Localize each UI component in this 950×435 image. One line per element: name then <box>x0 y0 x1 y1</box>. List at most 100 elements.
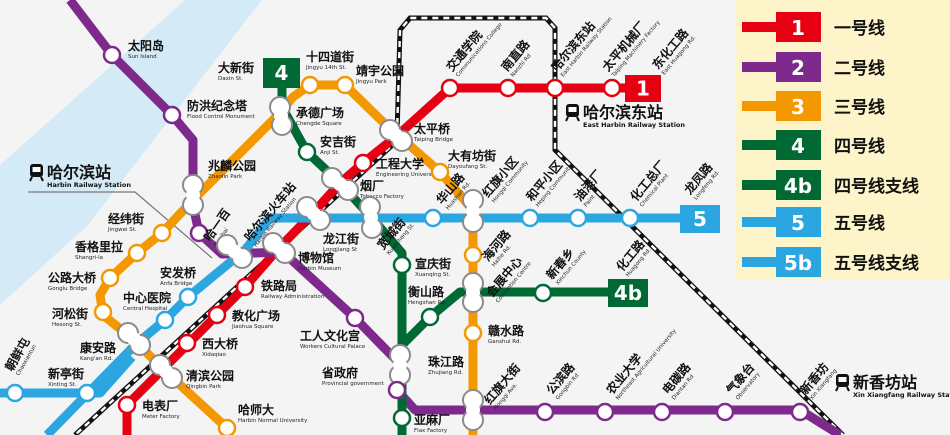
legend-badge <box>776 130 821 160</box>
station-name-cn: 铁路局 <box>261 278 297 293</box>
line1-badge: 1 <box>625 75 661 102</box>
station-name-en: Jingyu 14th St. <box>305 65 347 71</box>
station-name-en: Xinting St. <box>48 382 77 388</box>
station-name-cn: 亚麻厂 <box>414 412 450 427</box>
station-name-cn: 赣水路 <box>488 323 525 338</box>
legend-label: 五号线支线 <box>834 253 919 274</box>
station-name-cn: 康安路 <box>80 340 117 355</box>
station-marker <box>207 305 227 325</box>
legend-badge-label: 4b <box>784 174 812 198</box>
station-name-en: Meter Factory <box>142 414 181 420</box>
station-name-en: Qingbin Park <box>186 384 222 390</box>
station-marker <box>392 255 412 275</box>
station-marker <box>520 208 540 228</box>
station-name-en: Engineering University <box>376 172 439 178</box>
legend-label: 五号线 <box>834 213 885 234</box>
legend-badge-label: 5 <box>791 211 805 235</box>
station-name-cn: 公路大桥 <box>48 270 97 285</box>
station-name-en: Jingyu Park <box>355 79 387 85</box>
legend-badge-label: 5b <box>784 251 812 275</box>
station-marker <box>602 78 622 98</box>
legend-badge-label: 3 <box>791 95 805 119</box>
interchange-station-fill <box>333 177 347 191</box>
station-name-cn: 十四道街 <box>306 49 354 64</box>
station-name-cn: 太阳岛 <box>128 38 164 53</box>
line5-badge-box <box>680 205 720 233</box>
line5-route <box>0 354 136 398</box>
station-marker <box>420 307 440 327</box>
station-marker <box>652 402 672 422</box>
station-marker <box>440 78 460 98</box>
station-marker <box>790 402 810 422</box>
railway-station-name-en: East Harbin Railway Station <box>583 121 685 129</box>
railway-station-name-en: Harbin Railway Station <box>47 181 131 189</box>
legend-item-2: 2 二号线 <box>742 52 885 82</box>
legend-badge <box>776 12 821 42</box>
train-icon <box>565 104 580 122</box>
legend-badge-label: 1 <box>791 16 805 40</box>
station-name-en: Ganshui Rd. <box>488 339 522 345</box>
station-marker <box>127 243 147 263</box>
station-name-en: Anji St. <box>320 150 340 156</box>
station-name-en: Tobacco Factory <box>359 194 405 200</box>
station-marker <box>545 78 565 98</box>
station-marker <box>178 287 198 307</box>
station-name-cn: 清滨公园 <box>186 368 234 383</box>
legend-badge-label: 2 <box>791 56 805 80</box>
interchange-station-fill <box>389 128 403 143</box>
station-marker <box>498 78 518 98</box>
station-marker <box>117 395 137 415</box>
station-marker <box>235 277 255 297</box>
station-name-en: Anfa Bridge <box>160 281 193 287</box>
station-name-cn: 新亭街 <box>48 366 84 381</box>
station-marker <box>93 302 113 322</box>
station-name-en: Flood Control Monument <box>187 114 256 120</box>
legend-item-5: 5 五号线 <box>742 207 885 237</box>
station-name-cn: 中心医院 <box>123 290 171 305</box>
legend-badge <box>776 91 821 121</box>
station-name-cn: 电表厂 <box>142 398 178 413</box>
station-name-en: Chengde Square <box>296 121 342 127</box>
legend-line-swatch <box>742 217 782 227</box>
railway-station-name-cn: 新香坊站 <box>853 373 917 392</box>
interchange-station-fill <box>159 364 173 379</box>
legend-label: 二号线 <box>834 58 885 79</box>
railway-station-name-cn: 哈尔滨东站 <box>583 103 663 122</box>
station-name-cn: 工程大学 <box>376 156 424 171</box>
station-name-cn: 烟厂 <box>360 179 384 193</box>
station-name-en: Longjiang St <box>323 247 358 253</box>
station-name-cn: 衡山路 <box>408 284 445 299</box>
interchange-station-fill <box>466 403 480 417</box>
station-name-cn: 河松街 <box>51 306 88 321</box>
line4b-badge-box <box>608 279 648 307</box>
station-marker <box>620 208 640 228</box>
station-name-en: Provincial government <box>322 381 385 387</box>
